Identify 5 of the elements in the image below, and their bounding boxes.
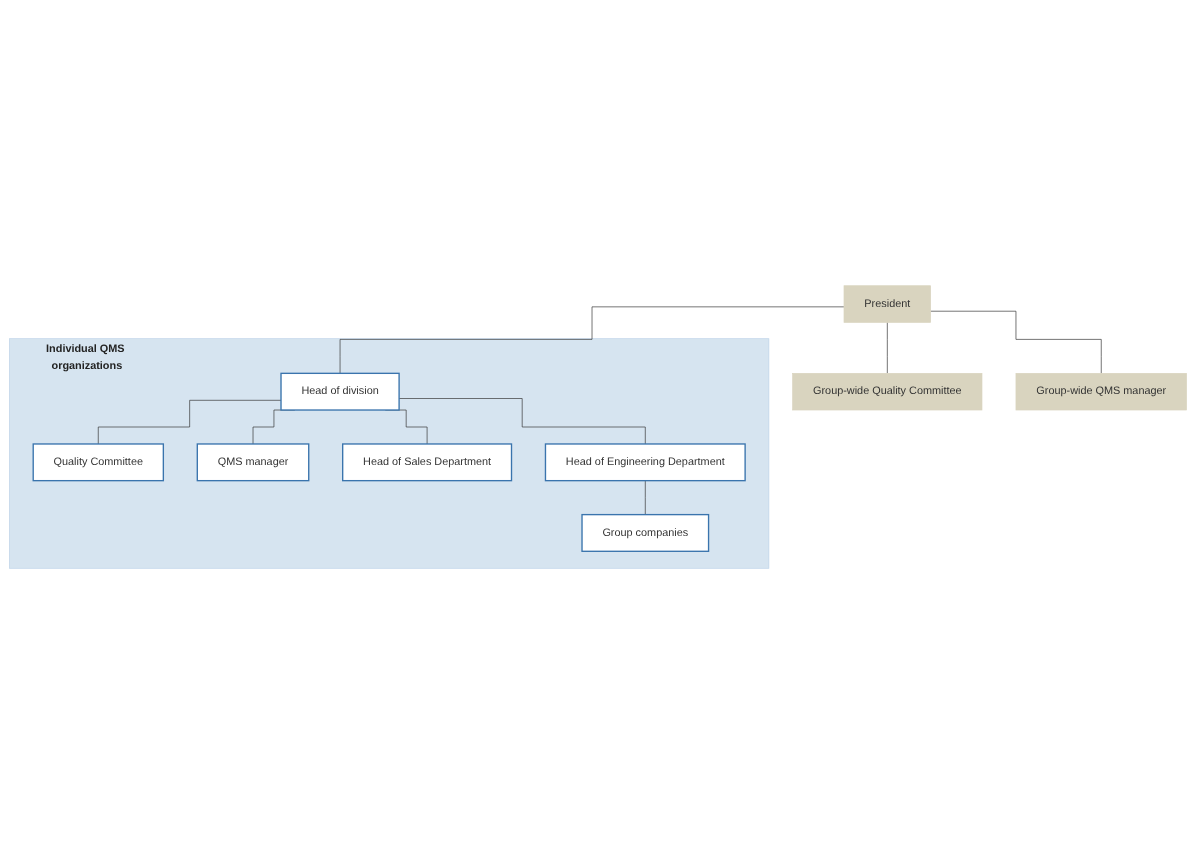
connector: [339, 306, 845, 374]
connector: [930, 310, 1102, 374]
connector: [398, 398, 646, 445]
connector: [97, 399, 282, 445]
connector: [644, 480, 646, 515]
